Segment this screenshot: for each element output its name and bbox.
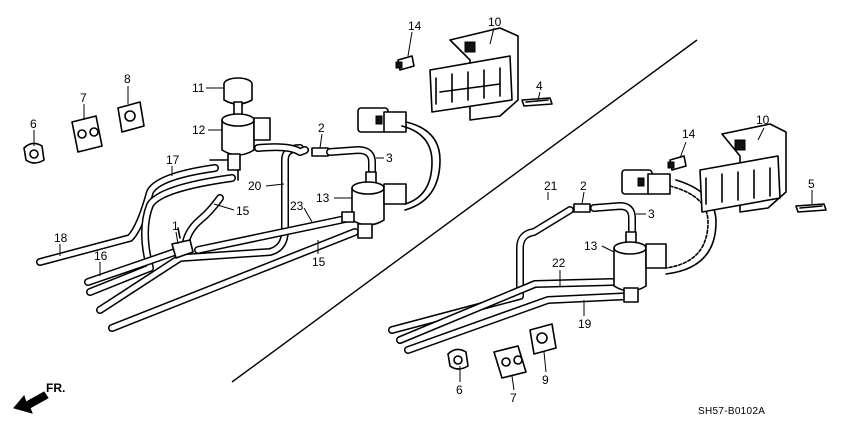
callout-13-right: 13 bbox=[584, 239, 598, 253]
callout-7: 7 bbox=[80, 91, 87, 105]
control-valve-12 bbox=[209, 77, 271, 181]
callout-1: 1 bbox=[172, 219, 179, 233]
diagram-code: SH57-B0102A bbox=[698, 406, 765, 417]
clip-4 bbox=[521, 97, 553, 107]
callout-16: 16 bbox=[94, 249, 108, 263]
clip-5 bbox=[795, 203, 827, 213]
hose-19 bbox=[404, 292, 636, 354]
control-valve-13-right bbox=[613, 231, 667, 303]
hose-long-b bbox=[108, 228, 359, 332]
callout-18: 18 bbox=[54, 231, 68, 245]
callout-13-left: 13 bbox=[316, 191, 330, 205]
callout-5: 5 bbox=[808, 177, 815, 191]
control-valve-13-left bbox=[341, 171, 407, 239]
callout-17: 17 bbox=[166, 153, 180, 167]
clamp-6-right bbox=[447, 348, 469, 370]
harness-connector-left bbox=[357, 107, 441, 211]
clamp-7-right bbox=[493, 345, 527, 379]
callout-2-right: 2 bbox=[580, 179, 587, 193]
callout-9: 9 bbox=[542, 373, 549, 387]
callout-19: 19 bbox=[578, 317, 592, 331]
callout-15-left-short: 15 bbox=[236, 204, 250, 218]
callout-22: 22 bbox=[552, 256, 566, 270]
callout-2-left: 2 bbox=[318, 121, 325, 135]
front-direction-label: FR. bbox=[46, 381, 65, 395]
callout-10-right: 10 bbox=[756, 113, 770, 127]
divider-line bbox=[231, 39, 698, 383]
callout-3-left: 3 bbox=[386, 151, 393, 165]
harness-connector-right bbox=[621, 169, 717, 275]
leader-lines bbox=[33, 27, 813, 391]
callout-15-left-long: 15 bbox=[312, 255, 326, 269]
callout-6-right: 6 bbox=[456, 383, 463, 397]
hose-17 bbox=[86, 174, 236, 296]
connector-2-left bbox=[311, 146, 376, 176]
bracket-10-left bbox=[429, 27, 519, 121]
hose-15-short bbox=[181, 194, 224, 252]
callout-6: 6 bbox=[30, 117, 37, 131]
connector-2-right bbox=[573, 202, 636, 236]
callout-12: 12 bbox=[192, 123, 206, 137]
callout-11: 11 bbox=[192, 81, 205, 95]
callout-3-right: 3 bbox=[648, 207, 655, 221]
callout-14-left: 14 bbox=[408, 19, 422, 33]
hose-22 bbox=[396, 278, 616, 344]
front-direction-arrow bbox=[13, 391, 49, 414]
clamp-9 bbox=[529, 323, 557, 355]
callout-10-left: 10 bbox=[488, 15, 502, 29]
bolt-14-right bbox=[667, 155, 687, 171]
hose-23 bbox=[194, 214, 354, 254]
callout-21: 21 bbox=[544, 179, 558, 193]
callout-14-right: 14 bbox=[682, 127, 696, 141]
callout-23: 23 bbox=[290, 199, 304, 213]
bolt-14-left bbox=[395, 55, 415, 71]
callout-20: 20 bbox=[248, 179, 262, 193]
callout-8: 8 bbox=[124, 72, 131, 86]
hose-21 bbox=[388, 206, 574, 334]
clamp-6-left bbox=[23, 142, 45, 164]
callout-7-right: 7 bbox=[510, 391, 517, 405]
callout-4: 4 bbox=[536, 79, 543, 93]
hose-16 bbox=[84, 248, 179, 286]
clamp-7-left bbox=[71, 115, 103, 153]
clamp-8-left bbox=[117, 101, 145, 133]
t-joint-1 bbox=[171, 227, 194, 259]
hose-20 bbox=[254, 143, 309, 156]
hose-18 bbox=[36, 164, 219, 266]
bracket-10-right bbox=[699, 123, 787, 213]
